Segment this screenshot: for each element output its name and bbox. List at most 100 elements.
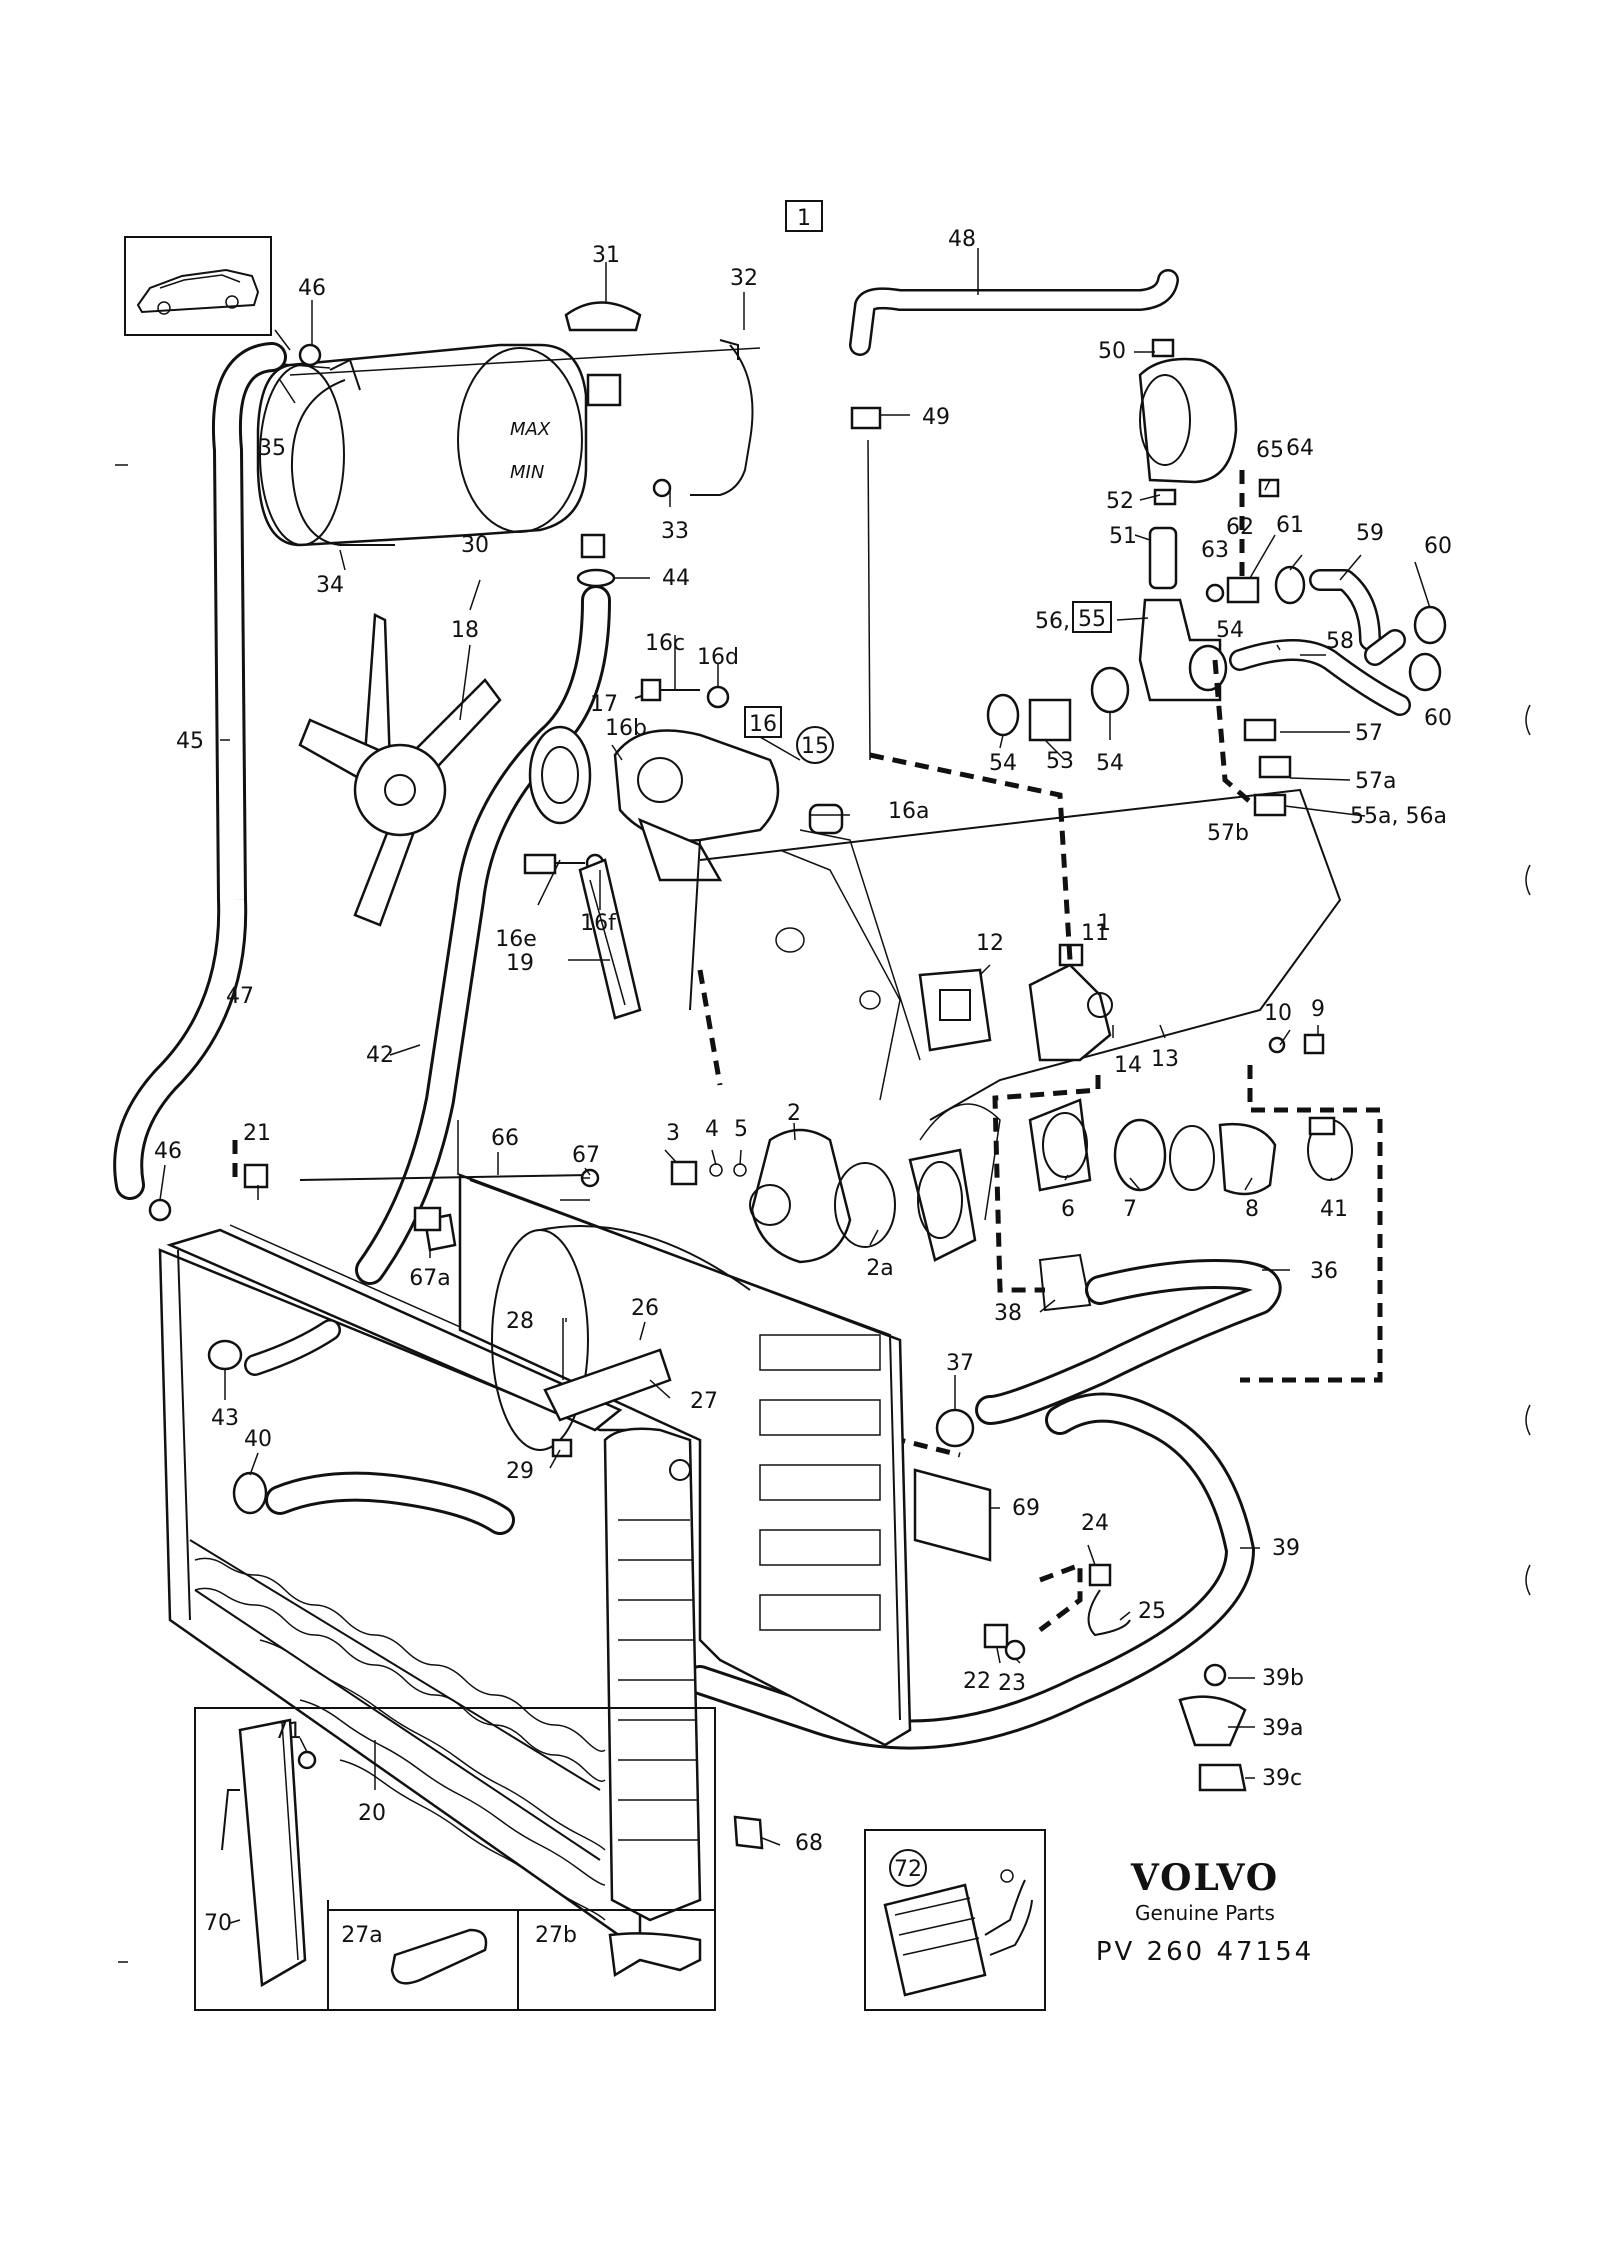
label-62: 62 bbox=[1226, 515, 1254, 540]
car-thumbnail bbox=[124, 236, 272, 336]
label-59: 59 bbox=[1356, 521, 1384, 546]
label-19: 19 bbox=[506, 951, 534, 976]
label-60-top: 60 bbox=[1424, 534, 1452, 559]
label-48: 48 bbox=[948, 227, 976, 252]
label-17: 17 bbox=[590, 692, 618, 717]
label-46-bottom: 46 bbox=[154, 1139, 182, 1164]
label-37: 37 bbox=[946, 1351, 974, 1376]
fan-shroud bbox=[423, 1173, 992, 1747]
cooling-fan bbox=[298, 613, 592, 927]
svg-text:1: 1 bbox=[797, 206, 811, 231]
hose-42 bbox=[355, 568, 616, 1285]
label-69: 69 bbox=[1012, 1496, 1040, 1521]
boxed-label-55: 55 bbox=[1072, 601, 1112, 633]
label-57: 57 bbox=[1355, 721, 1383, 746]
label-27b: 27b bbox=[535, 1923, 577, 1948]
scan-marks bbox=[115, 464, 1531, 1963]
label-30: 30 bbox=[461, 533, 489, 558]
label-13: 13 bbox=[1151, 1047, 1179, 1072]
label-52: 52 bbox=[1106, 489, 1134, 514]
label-63: 63 bbox=[1201, 538, 1229, 563]
label-54-a: 54 bbox=[989, 751, 1017, 776]
label-64: 64 bbox=[1286, 436, 1314, 461]
label-60-bottom: 60 bbox=[1424, 706, 1452, 731]
label-49: 49 bbox=[922, 405, 950, 430]
label-61: 61 bbox=[1276, 513, 1304, 538]
label-51: 51 bbox=[1109, 524, 1137, 549]
label-27: 27 bbox=[690, 1389, 718, 1414]
label-57b: 57b bbox=[1207, 821, 1249, 846]
svg-text:55: 55 bbox=[1078, 607, 1106, 632]
circled-label-15: 15 bbox=[796, 726, 834, 764]
thermostat-chain bbox=[1028, 1033, 1353, 1196]
heater-hose-48 bbox=[849, 269, 1447, 817]
label-18: 18 bbox=[451, 618, 479, 643]
circled-label-72: 72 bbox=[889, 1849, 927, 1887]
label-25: 25 bbox=[1138, 1599, 1166, 1624]
label-43: 43 bbox=[211, 1406, 239, 1431]
label-9: 9 bbox=[1311, 997, 1325, 1022]
svg-text:MIN: MIN bbox=[510, 462, 544, 483]
label-10: 10 bbox=[1264, 1001, 1292, 1026]
label-33: 33 bbox=[661, 519, 689, 544]
label-23: 23 bbox=[998, 1671, 1026, 1696]
label-16a: 16a bbox=[888, 799, 929, 824]
label-16c: 16c bbox=[645, 631, 685, 656]
label-39a: 39a bbox=[1262, 1716, 1303, 1741]
label-leaders bbox=[159, 248, 1431, 1924]
label-55a-56a: 55a, 56a bbox=[1350, 804, 1447, 829]
label-16e: 16e bbox=[495, 927, 537, 952]
boxed-label-16: 16 bbox=[744, 706, 782, 738]
label-54-b: 54 bbox=[1096, 751, 1124, 776]
label-39c: 39c bbox=[1262, 1766, 1302, 1791]
label-32: 32 bbox=[730, 266, 758, 291]
label-24: 24 bbox=[1081, 1511, 1109, 1536]
label-3: 3 bbox=[666, 1121, 680, 1146]
label-46-top: 46 bbox=[298, 276, 326, 301]
label-57a: 57a bbox=[1355, 769, 1396, 794]
label-21: 21 bbox=[243, 1121, 271, 1146]
label-45: 45 bbox=[176, 729, 204, 754]
label-67: 67 bbox=[572, 1143, 600, 1168]
svg-text:16: 16 bbox=[749, 712, 777, 737]
label-54-c: 54 bbox=[1216, 618, 1244, 643]
radiator bbox=[158, 1224, 702, 1953]
label-47: 47 bbox=[226, 984, 254, 1009]
label-26: 26 bbox=[631, 1296, 659, 1321]
label-4: 4 bbox=[705, 1117, 719, 1142]
water-pump-lower bbox=[670, 1128, 977, 1264]
label-6: 6 bbox=[1061, 1197, 1075, 1222]
label-28: 28 bbox=[506, 1309, 534, 1334]
water-pump-assembly bbox=[523, 678, 844, 1020]
label-2: 2 bbox=[787, 1101, 801, 1126]
label-14: 14 bbox=[1114, 1053, 1142, 1078]
volvo-logo: VOLVO bbox=[1130, 1857, 1279, 1899]
thermostat-housing bbox=[918, 943, 1113, 1062]
label-66: 66 bbox=[491, 1126, 519, 1151]
genuine-parts-text: Genuine Parts bbox=[1135, 1901, 1275, 1925]
label-11: 11 bbox=[1081, 921, 1109, 946]
label-27a: 27a bbox=[341, 1923, 382, 1948]
svg-text:MAX: MAX bbox=[510, 419, 551, 440]
label-68: 68 bbox=[795, 1831, 823, 1856]
label-20: 20 bbox=[358, 1801, 386, 1826]
label-39b: 39b bbox=[1262, 1666, 1304, 1691]
label-16b: 16b bbox=[605, 716, 647, 741]
svg-text:72: 72 bbox=[894, 1857, 922, 1882]
catalog-number: PV 260 47154 bbox=[1096, 1937, 1314, 1967]
volvo-logo-block: VOLVO Genuine Parts PV 260 47154 bbox=[1096, 1857, 1314, 1967]
label-1: 1 bbox=[1097, 911, 1111, 936]
label-56: 56, bbox=[1035, 609, 1070, 634]
label-70: 70 bbox=[204, 1911, 232, 1936]
label-38: 38 bbox=[994, 1301, 1022, 1326]
label-29: 29 bbox=[506, 1459, 534, 1484]
label-16d: 16d bbox=[697, 645, 739, 670]
label-31: 31 bbox=[592, 243, 620, 268]
label-8: 8 bbox=[1245, 1197, 1259, 1222]
label-71: 71 bbox=[274, 1719, 302, 1744]
label-67a: 67a bbox=[409, 1266, 450, 1291]
boxed-label-1: 1 bbox=[785, 200, 823, 232]
label-2a: 2a bbox=[866, 1256, 893, 1281]
inset-bracket-box bbox=[194, 1707, 716, 2011]
